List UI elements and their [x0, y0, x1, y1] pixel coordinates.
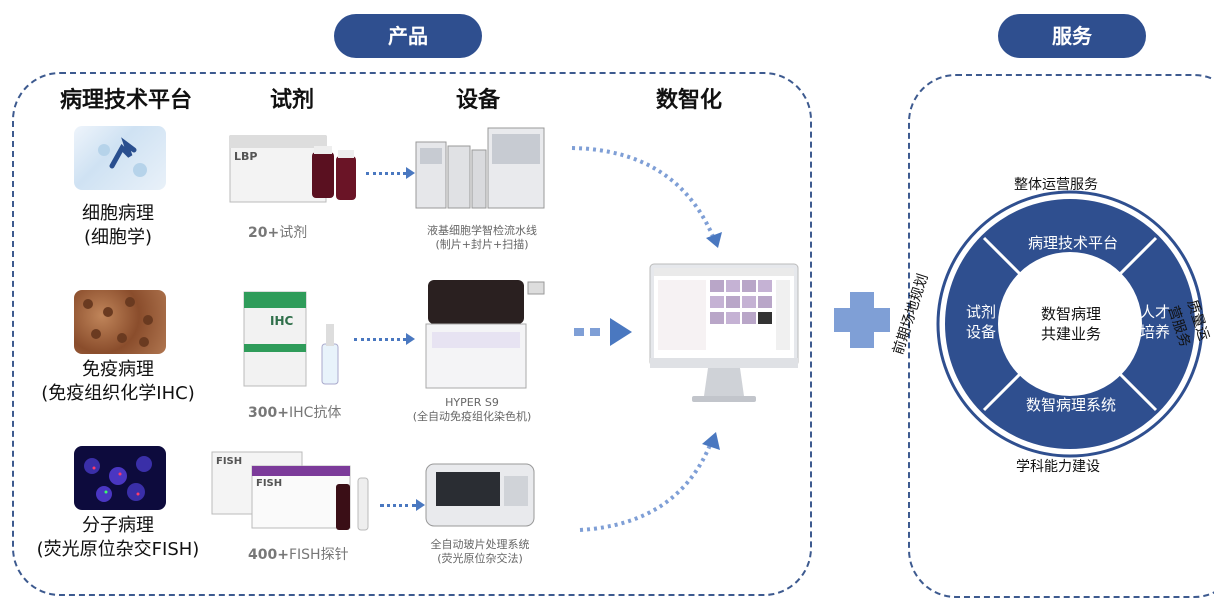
molecular-equipment-name: 全自动玻片处理系统: [430, 538, 530, 551]
fish-kit-label-1: FISH: [216, 456, 243, 467]
equipment-column-header: 设备: [456, 88, 501, 113]
immuno-equipment-caption: HYPER S9 (全自动免疫组化染色机): [382, 396, 562, 424]
reagents-column-header: 试剂: [270, 88, 315, 113]
lbp-kit-label: LBP: [234, 150, 258, 163]
digital-column-header: 数智化: [656, 88, 723, 113]
cytology-count-unit: 试剂: [279, 225, 308, 241]
connector-row1-head: [406, 167, 415, 179]
connector-row2-head: [406, 333, 415, 345]
immuno-reagent-count: 300+IHC抗体: [248, 402, 341, 422]
immuno-name: 免疫病理: [82, 359, 154, 380]
ring-center: 数智病理 共建业务: [1036, 304, 1106, 344]
plus-icon: [834, 292, 890, 348]
cytology-name: 细胞病理: [82, 203, 154, 224]
ring-right-segment-line2: 培养: [1140, 323, 1171, 341]
cytology-equipment-caption: 液基细胞学智检流水线 (制片+封片+扫描): [392, 224, 572, 252]
cytology-reagent-count: 20+试剂: [248, 222, 307, 242]
products-header: 产品: [334, 14, 482, 58]
immuno-label: 免疫病理 (免疫组织化学IHC): [8, 358, 228, 406]
service-ring: [936, 190, 1204, 458]
molecular-label: 分子病理 (荧光原位杂交FISH): [8, 514, 228, 562]
ring-right-segment-line1: 人才: [1140, 303, 1171, 321]
fish-kit-label-2: FISH: [256, 478, 283, 489]
connector-row1: [366, 172, 406, 175]
cytology-count-value: 20+: [248, 225, 280, 241]
ring-right-segment: 人才 培养: [1140, 302, 1170, 342]
ring-bottom-segment: 数智病理系统: [1026, 396, 1117, 414]
molecular-count-value: 400+: [248, 547, 289, 563]
immuno-count-value: 300+: [248, 405, 289, 421]
digital-monitor: [648, 262, 800, 412]
molecular-equipment-caption: 全自动玻片处理系统 (荧光原位杂交法): [390, 538, 570, 566]
ihc-kit-label: IHC: [270, 314, 294, 328]
molecular-image: [74, 446, 166, 510]
molecular-count-unit: FISH探针: [288, 547, 349, 563]
connector-row3: [380, 504, 416, 507]
ring-left-segment-line1: 试剂: [966, 303, 997, 321]
ring-top-outer: 整体运营服务: [1014, 177, 1098, 193]
immuno-equipment-desc: (全自动免疫组化染色机): [412, 410, 532, 423]
ring-left-segment-line2: 设备: [966, 323, 997, 341]
slide-processing-machine: [422, 452, 538, 530]
cytology-equipment-desc: (制片+封片+扫描): [435, 238, 529, 251]
digital-arrows: [571, 146, 722, 532]
cytology-image: [74, 126, 166, 190]
hyper-s9-machine: [424, 276, 546, 392]
cytology-equipment-name: 液基细胞学智检流水线: [427, 224, 537, 237]
cytology-subname: (细胞学): [83, 227, 153, 248]
immuno-subname: (免疫组织化学IHC): [41, 383, 195, 404]
molecular-name: 分子病理: [82, 515, 154, 536]
platform-column-header: 病理技术平台: [60, 88, 193, 113]
molecular-equipment-desc: (荧光原位杂交法): [437, 552, 523, 565]
ring-center-line2: 共建业务: [1040, 325, 1101, 343]
immuno-count-unit: IHC抗体: [288, 405, 342, 421]
connector-row3-head: [416, 499, 425, 511]
connector-row2: [354, 338, 406, 341]
ring-center-line1: 数智病理: [1040, 305, 1101, 323]
molecular-subname: (荧光原位杂交FISH): [36, 539, 200, 560]
ring-left-segment: 试剂 设备: [966, 302, 996, 342]
ring-top-segment: 病理技术平台: [1028, 234, 1119, 252]
lbp-reagent-kit: LBP: [228, 130, 362, 210]
services-header: 服务: [998, 14, 1146, 58]
fish-reagent-kit: FISH FISH: [208, 444, 378, 536]
cytology-pipeline-machine: [414, 122, 546, 214]
molecular-reagent-count: 400+FISH探针: [248, 544, 349, 564]
ihc-reagent-kit: IHC: [240, 284, 350, 388]
immuno-equipment-name: HYPER S9: [445, 396, 499, 409]
cytology-label: 细胞病理 (细胞学): [8, 202, 228, 250]
immuno-image: [74, 290, 166, 354]
ring-bottom-outer: 学科能力建设: [1016, 459, 1100, 475]
